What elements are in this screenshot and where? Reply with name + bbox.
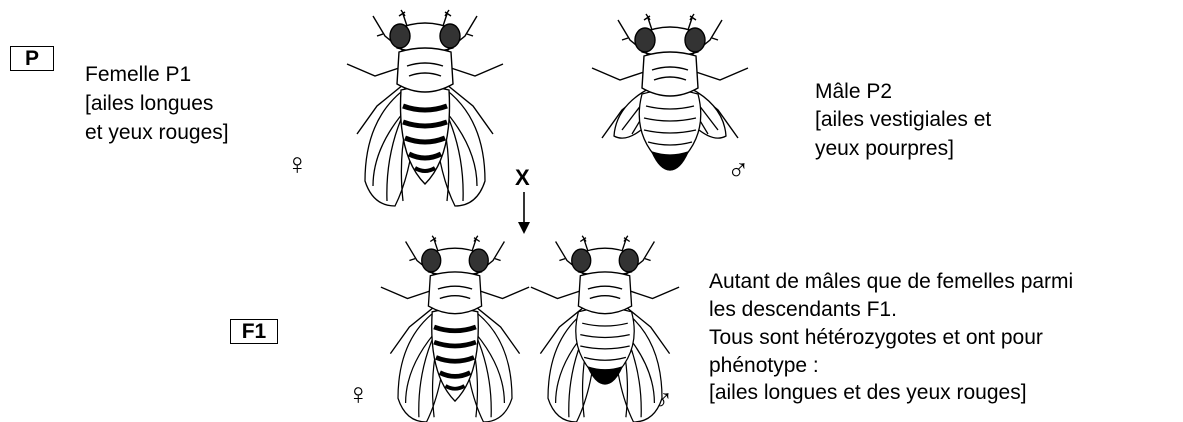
offspring-description-line3: Tous sont hétérozygotes et ont pour: [709, 325, 1043, 350]
offspring-description-line1: Autant de mâles que de femelles parmi: [709, 269, 1073, 294]
offspring-description-line5: [ailes longues et des yeux rouges]: [709, 380, 1027, 405]
generation-p-label: P: [10, 46, 54, 71]
female-parent-phenotype-line2: et yeux rouges]: [85, 120, 229, 145]
generation-f1-label: F1: [230, 319, 278, 344]
offspring-description-line4: phénotype :: [709, 353, 819, 378]
male-parent-phenotype-line1: [ailes vestigiales et: [815, 107, 991, 132]
female-parent-symbol: ♀: [286, 150, 309, 180]
f1-male-fly-illustration: [510, 232, 700, 422]
offspring-description-line2: les descendants F1.: [709, 297, 897, 322]
male-parent-fly-illustration: [570, 10, 770, 185]
male-parent-name: Mâle P2: [815, 79, 892, 104]
female-parent-name: Femelle P1: [85, 62, 191, 87]
female-parent-fly-illustration: [325, 6, 525, 206]
male-parent-phenotype-line2: yeux pourpres]: [815, 136, 954, 161]
female-parent-phenotype-line1: [ailes longues: [85, 91, 213, 116]
